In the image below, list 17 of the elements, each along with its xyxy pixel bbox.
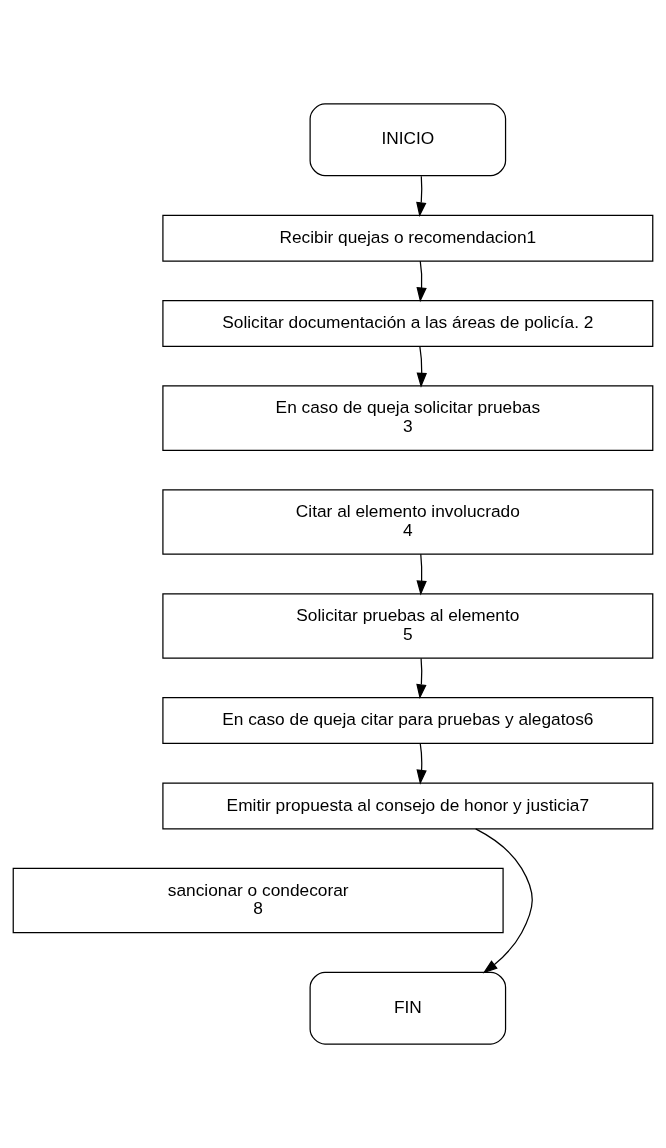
arrow: [475, 828, 533, 974]
node-box: En caso de queja citar para pruebas y alegatos6: [162, 697, 654, 745]
node-box: Citar al elemento involucrado 4: [162, 489, 654, 555]
arrow: [416, 175, 427, 217]
node-box: sancionar o condecorar 8: [12, 867, 504, 934]
node-box: Solicitar pruebas al elemento 5: [162, 593, 654, 659]
arrow: [416, 553, 427, 596]
node-box: Emitir propuesta al consejo de honor y justicia7: [162, 782, 654, 830]
arrow: [416, 345, 427, 388]
arrow: [416, 260, 427, 303]
node-box: INICIO: [309, 103, 507, 177]
arrow: [416, 742, 427, 785]
node-box: Recibir quejas o recomendacion1: [162, 214, 654, 262]
node-box: Solicitar documentación a las áreas de policía. 2: [162, 300, 654, 347]
node-box: En caso de queja solicitar pruebas 3: [162, 385, 654, 451]
arrow: [416, 657, 427, 700]
node-box: FIN: [309, 971, 507, 1045]
